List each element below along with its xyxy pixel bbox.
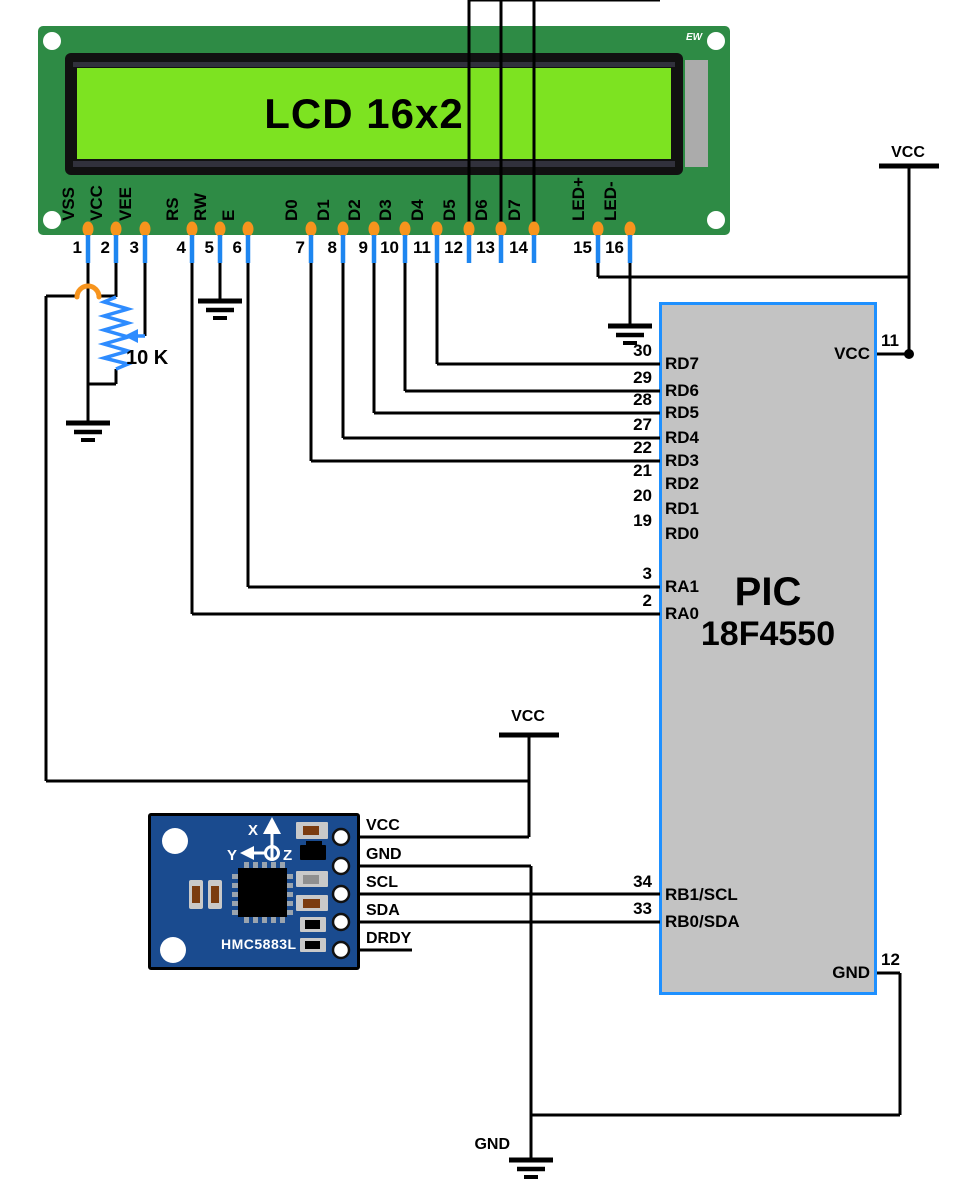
chip-pin	[253, 916, 258, 923]
chip-pin	[286, 892, 293, 897]
junction-dot	[904, 349, 914, 359]
chip-pin	[232, 874, 239, 879]
hmc-mount-hole	[162, 828, 188, 854]
lcd-screen-bevel	[73, 161, 675, 167]
axis-z-label: Z	[283, 847, 293, 864]
lcd-pin-pad	[242, 221, 254, 237]
lcd-screen-bevel	[73, 62, 675, 67]
lcd-pin-pad	[186, 221, 198, 237]
chip-pin	[262, 862, 267, 869]
smd-component	[305, 920, 320, 929]
pic-pin-name: RD3	[665, 451, 700, 470]
potentiometer-symbol	[97, 295, 135, 371]
hmc-pin-hole	[331, 884, 351, 904]
pic-pin-name: VCC	[834, 344, 870, 363]
lcd-screen: LCD 16x2	[77, 68, 671, 159]
lcd-pin-pad	[592, 221, 604, 237]
lcd-connector-tab	[685, 60, 708, 167]
smd-component	[306, 841, 322, 846]
lcd-pin-pad	[399, 221, 411, 237]
lcd-pin-pad	[337, 221, 349, 237]
chip-pin	[280, 862, 285, 869]
chip-pin	[271, 916, 276, 923]
capacitor-component	[208, 880, 222, 909]
pic-pin-name: RB1/SCL	[665, 885, 738, 904]
pic-pin-name: RD2	[665, 474, 700, 493]
chip-pin	[286, 901, 293, 906]
hmc-part-name: HMC5883L	[221, 936, 297, 952]
lcd-mount-hole	[43, 32, 61, 50]
hmc-pin-hole	[331, 912, 351, 932]
lcd-module-board: EW LCD 16x2	[38, 26, 730, 235]
chip-pin	[286, 874, 293, 879]
lcd-mount-hole	[43, 211, 61, 229]
lcd-title-text: LCD 16x2	[264, 89, 464, 137]
axis-y-arrow	[240, 846, 254, 860]
smd-component	[303, 826, 319, 835]
lcd-pin-pad	[624, 221, 636, 237]
pic-pin-name: RA1	[665, 577, 700, 596]
lcd-screen-frame: LCD 16x2	[65, 53, 683, 175]
hmc-pin-hole	[331, 940, 351, 960]
lcd-pin-pad	[110, 221, 122, 237]
chip-pin	[232, 892, 239, 897]
chip-pin	[271, 862, 276, 869]
chip-pin	[286, 883, 293, 888]
lcd-mount-hole	[707, 32, 725, 50]
pic-part-name: PIC 18F4550	[662, 570, 874, 654]
potentiometer-wiper-arrow	[124, 329, 138, 343]
pic-pin-name: RD6	[665, 381, 700, 400]
pic-pin-name: RD0	[665, 524, 700, 543]
pic-pin-name: RA0	[665, 604, 700, 623]
chip-pin	[232, 901, 239, 906]
smd-component	[300, 845, 326, 860]
chip-pin	[280, 916, 285, 923]
chip-pin	[232, 883, 239, 888]
pic-name-line2: 18F4550	[700, 615, 836, 653]
axis-x-label: X	[248, 822, 259, 839]
smd-component	[303, 875, 319, 884]
lcd-pin-pad	[139, 221, 151, 237]
axis-y-label: Y	[227, 847, 238, 864]
lcd-pin-pad	[528, 221, 540, 237]
chip-pin	[262, 916, 267, 923]
pic-pin-name: RB0/SDA	[665, 912, 740, 931]
axis-z-origin	[264, 845, 280, 861]
lcd-pin-pad	[463, 221, 475, 237]
smd-component	[303, 899, 320, 908]
wire-hop-arc	[74, 283, 102, 300]
chip-pin	[244, 862, 249, 869]
chip-pin	[244, 916, 249, 923]
lcd-pin-pad	[431, 221, 443, 237]
chip-pin	[232, 910, 239, 915]
pic-name-line1: PIC	[734, 570, 802, 614]
lcd-pin-pad	[305, 221, 317, 237]
lcd-pin-pad	[82, 221, 94, 237]
lcd-pin-pad	[495, 221, 507, 237]
smd-component	[305, 941, 320, 949]
pic-pin-name: RD5	[665, 403, 700, 422]
lcd-mount-hole	[707, 211, 725, 229]
chip-pin	[253, 862, 258, 869]
hmc-mount-hole	[160, 937, 186, 963]
pic-pin-name: RD7	[665, 354, 700, 373]
capacitor-component	[189, 880, 203, 909]
hmc-pin-hole	[331, 856, 351, 876]
pic-pin-name: RD1	[665, 499, 700, 518]
lcd-pin-pad	[368, 221, 380, 237]
axis-x-arrow	[263, 817, 281, 834]
pic-pin-name: RD4	[665, 428, 700, 447]
hmc-ic-chip	[238, 868, 287, 917]
lcd-pin-pad	[214, 221, 226, 237]
chip-pin	[286, 910, 293, 915]
pic-pin-name: GND	[832, 963, 870, 982]
lcd-brand-logo: EW	[686, 32, 703, 43]
hmc-pin-hole	[331, 827, 351, 847]
